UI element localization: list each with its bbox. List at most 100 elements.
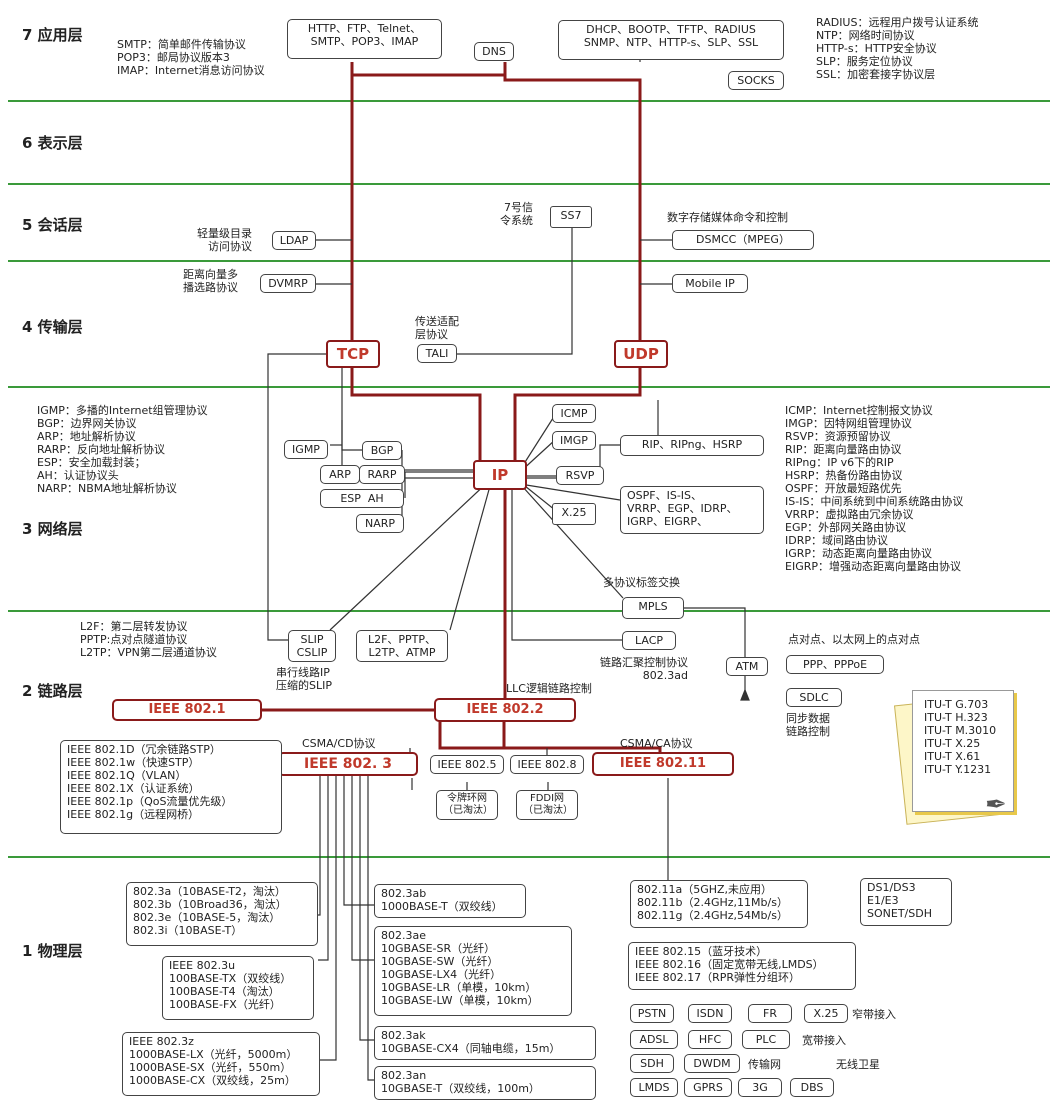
udp-main-wire — [352, 73, 642, 468]
x25-box[interactable]: X.25 — [552, 503, 596, 525]
pstn-box[interactable]: PSTN — [630, 1004, 674, 1023]
ss7-box[interactable]: SS7 — [550, 206, 592, 228]
udp-apps-box[interactable]: DHCP、BOOTP、TFTP、RADIUS SNMP、NTP、HTTP-s、S… — [558, 20, 784, 60]
ieee8021-box[interactable]: IEEE 802.1 — [112, 699, 262, 721]
link-left-notes: L2F：第二层转发协议 PPTP:点对点隧道协议 L2TP：VPN第二层通道协议 — [80, 620, 217, 659]
layer-title-7: 7 应用层 — [22, 26, 83, 44]
itu-notebook — [912, 690, 1014, 812]
layer-title-3: 3 网络层 — [22, 520, 83, 538]
lmds-box[interactable]: LMDS — [630, 1078, 678, 1097]
csmaca-note: CSMA/CA协议 — [620, 737, 693, 750]
rsvp-box[interactable]: RSVP — [556, 466, 604, 485]
layer-title-6: 6 表示层 — [22, 134, 83, 152]
sdlc-box[interactable]: SDLC — [786, 688, 842, 707]
ieee8023-box[interactable]: IEEE 802. 3 — [278, 752, 418, 776]
esp-ah-box[interactable]: ESP AH — [320, 489, 404, 508]
b8023z-box[interactable]: IEEE 802.3z 1000BASE-LX（光纤，5000m） 1000BA… — [122, 1032, 320, 1096]
layer-title-5: 5 会话层 — [22, 216, 83, 234]
fr-box[interactable]: FR — [748, 1004, 792, 1023]
b8023ak-box[interactable]: 802.3ak 10GBASE-CX4（同轴电缆，15m） — [374, 1026, 596, 1060]
p2p-note: 点对点、以太网上的点对点 — [788, 633, 920, 646]
layer-divider — [8, 183, 1050, 185]
dwdm-box[interactable]: DWDM — [684, 1054, 740, 1073]
layer-divider — [8, 386, 1050, 388]
3g-box[interactable]: 3G — [738, 1078, 782, 1097]
tcp-apps-box[interactable]: HTTP、FTP、Telnet、 SMTP、POP3、IMAP — [287, 19, 442, 59]
dvmrp-note: 距离向量多 播选路协议 — [183, 268, 238, 294]
b8023ab-box[interactable]: 802.3ab 1000BASE-T（双绞线） — [374, 884, 526, 918]
ss7-note: 7号信 令系统 — [500, 201, 533, 227]
ip-box[interactable]: IP — [473, 460, 527, 490]
igmp-box[interactable]: IGMP — [284, 440, 328, 459]
mobile-ip-box[interactable]: Mobile IP — [672, 274, 748, 293]
x25-phys-box[interactable]: X.25 — [804, 1004, 848, 1023]
wide-note: 宽带接入 — [802, 1034, 846, 1047]
dsmcc-box[interactable]: DSMCC（MPEG） — [672, 230, 814, 250]
itu-list: ITU-T G.703 ITU-T H.323 ITU-T M.3010 ITU… — [924, 698, 997, 776]
socks-box[interactable]: SOCKS — [728, 71, 784, 90]
token-ring-box[interactable]: 令牌环网 （已淘汰） — [436, 790, 498, 820]
isdn-box[interactable]: ISDN — [688, 1004, 732, 1023]
udp-box[interactable]: UDP — [614, 340, 668, 368]
dns-box[interactable]: DNS — [474, 42, 514, 61]
lacp-note: 链路汇聚控制协议 802.3ad — [600, 656, 688, 682]
atm-box[interactable]: ATM — [726, 657, 768, 676]
tcp-box[interactable]: TCP — [326, 340, 380, 368]
layer-divider — [8, 100, 1050, 102]
hfc-box[interactable]: HFC — [688, 1030, 732, 1049]
b8023a-box[interactable]: 802.3a（10BASE-T2，淘汰） 802.3b（10Broad36，淘汰… — [126, 882, 318, 946]
network-left-notes: IGMP：多播的Internet组管理协议 BGP：边界网关协议 ARP：地址解… — [37, 404, 208, 495]
sdlc-note: 同步数据 链路控制 — [786, 712, 830, 738]
fddi-box[interactable]: FDDI网 （已淘汰） — [516, 790, 578, 820]
llc-note: LLC逻辑链路控制 — [506, 682, 592, 695]
narrow-note: 窄带接入 — [852, 1008, 896, 1021]
quill-pen-icon: ✒ — [985, 790, 1007, 820]
rarp-box[interactable]: RARP — [359, 465, 405, 484]
ieee8021-list[interactable]: IEEE 802.1D（冗余链路STP） IEEE 802.1w（快速STP） … — [60, 740, 282, 834]
b80215-box[interactable]: IEEE 802.15（蓝牙技术） IEEE 802.16（固定宽带无线,LMD… — [628, 942, 856, 990]
layer-divider — [8, 610, 1050, 612]
ieee8022-box[interactable]: IEEE 802.2 — [434, 698, 576, 722]
mpls-box[interactable]: MPLS — [622, 597, 684, 619]
layer-title-4: 4 传输层 — [22, 318, 83, 336]
dvmrp-box[interactable]: DVMRP — [260, 274, 316, 293]
adsl-box[interactable]: ADSL — [630, 1030, 678, 1049]
csmacd-note: CSMA/CD协议 — [302, 737, 376, 750]
dsmcc-note: 数字存储媒体命令和控制 — [667, 211, 788, 224]
app-left-notes: SMTP：简单邮件传输协议 POP3：邮局协议版本3 IMAP：Internet… — [117, 38, 265, 77]
b80211-box[interactable]: 802.11a（5GHZ,未应用） 802.11b（2.4GHz,11Mb/s）… — [630, 880, 808, 928]
sdh-box[interactable]: SDH — [630, 1054, 674, 1073]
layer-title-1: 1 物理层 — [22, 942, 83, 960]
gprs-box[interactable]: GPRS — [684, 1078, 732, 1097]
ospf-box[interactable]: OSPF、IS-IS、 VRRP、EGP、IDRP、 IGRP、EIGRP、 — [620, 486, 764, 534]
mpls-note: 多协议标签交换 — [603, 576, 680, 589]
ldap-box[interactable]: LDAP — [272, 231, 316, 250]
tcp-main-wire — [350, 62, 482, 468]
tali-box[interactable]: TALI — [417, 344, 457, 363]
ieee8028-box[interactable]: IEEE 802.8 — [510, 755, 584, 774]
ds-box[interactable]: DS1/DS3 E1/E3 SONET/SDH — [860, 878, 952, 926]
ppp-box[interactable]: PPP、PPPoE — [786, 655, 884, 674]
tali-note: 传送适配 层协议 — [415, 315, 459, 341]
app-right-notes: RADIUS：远程用户拨号认证系统 NTP：网络时间协议 HTTP-s：HTTP… — [816, 16, 979, 81]
layer-divider — [8, 260, 1050, 262]
narp-box[interactable]: NARP — [356, 514, 404, 533]
layer-title-2: 2 链路层 — [22, 682, 83, 700]
b8023ae-box[interactable]: 802.3ae 10GBASE-SR（光纤） 10GBASE-SW（光纤） 10… — [374, 926, 572, 1016]
ieee8025-box[interactable]: IEEE 802.5 — [430, 755, 504, 774]
dbs-box[interactable]: DBS — [790, 1078, 834, 1097]
b8023an-box[interactable]: 802.3an 10GBASE-T（双绞线，100m） — [374, 1066, 596, 1100]
ldap-note: 轻量级目录 访问协议 — [197, 227, 252, 253]
b8023u-box[interactable]: IEEE 802.3u 100BASE-TX（双绞线） 100BASE-T4（淘… — [162, 956, 314, 1020]
plc-box[interactable]: PLC — [742, 1030, 790, 1049]
bgp-box[interactable]: BGP — [362, 441, 402, 460]
l2f-box[interactable]: L2F、PPTP、 L2TP、ATMP — [356, 630, 448, 662]
ieee80211-box[interactable]: IEEE 802.11 — [592, 752, 734, 776]
arp-box[interactable]: ARP — [320, 465, 360, 484]
lacp-box[interactable]: LACP — [622, 631, 676, 650]
trans-note: 传输网 — [748, 1058, 781, 1071]
imgp-box[interactable]: IMGP — [552, 431, 596, 450]
slip-box[interactable]: SLIP CSLIP — [288, 630, 336, 662]
icmp-box[interactable]: ICMP — [552, 404, 596, 423]
rip-box[interactable]: RIP、RIPng、HSRP — [620, 435, 764, 456]
